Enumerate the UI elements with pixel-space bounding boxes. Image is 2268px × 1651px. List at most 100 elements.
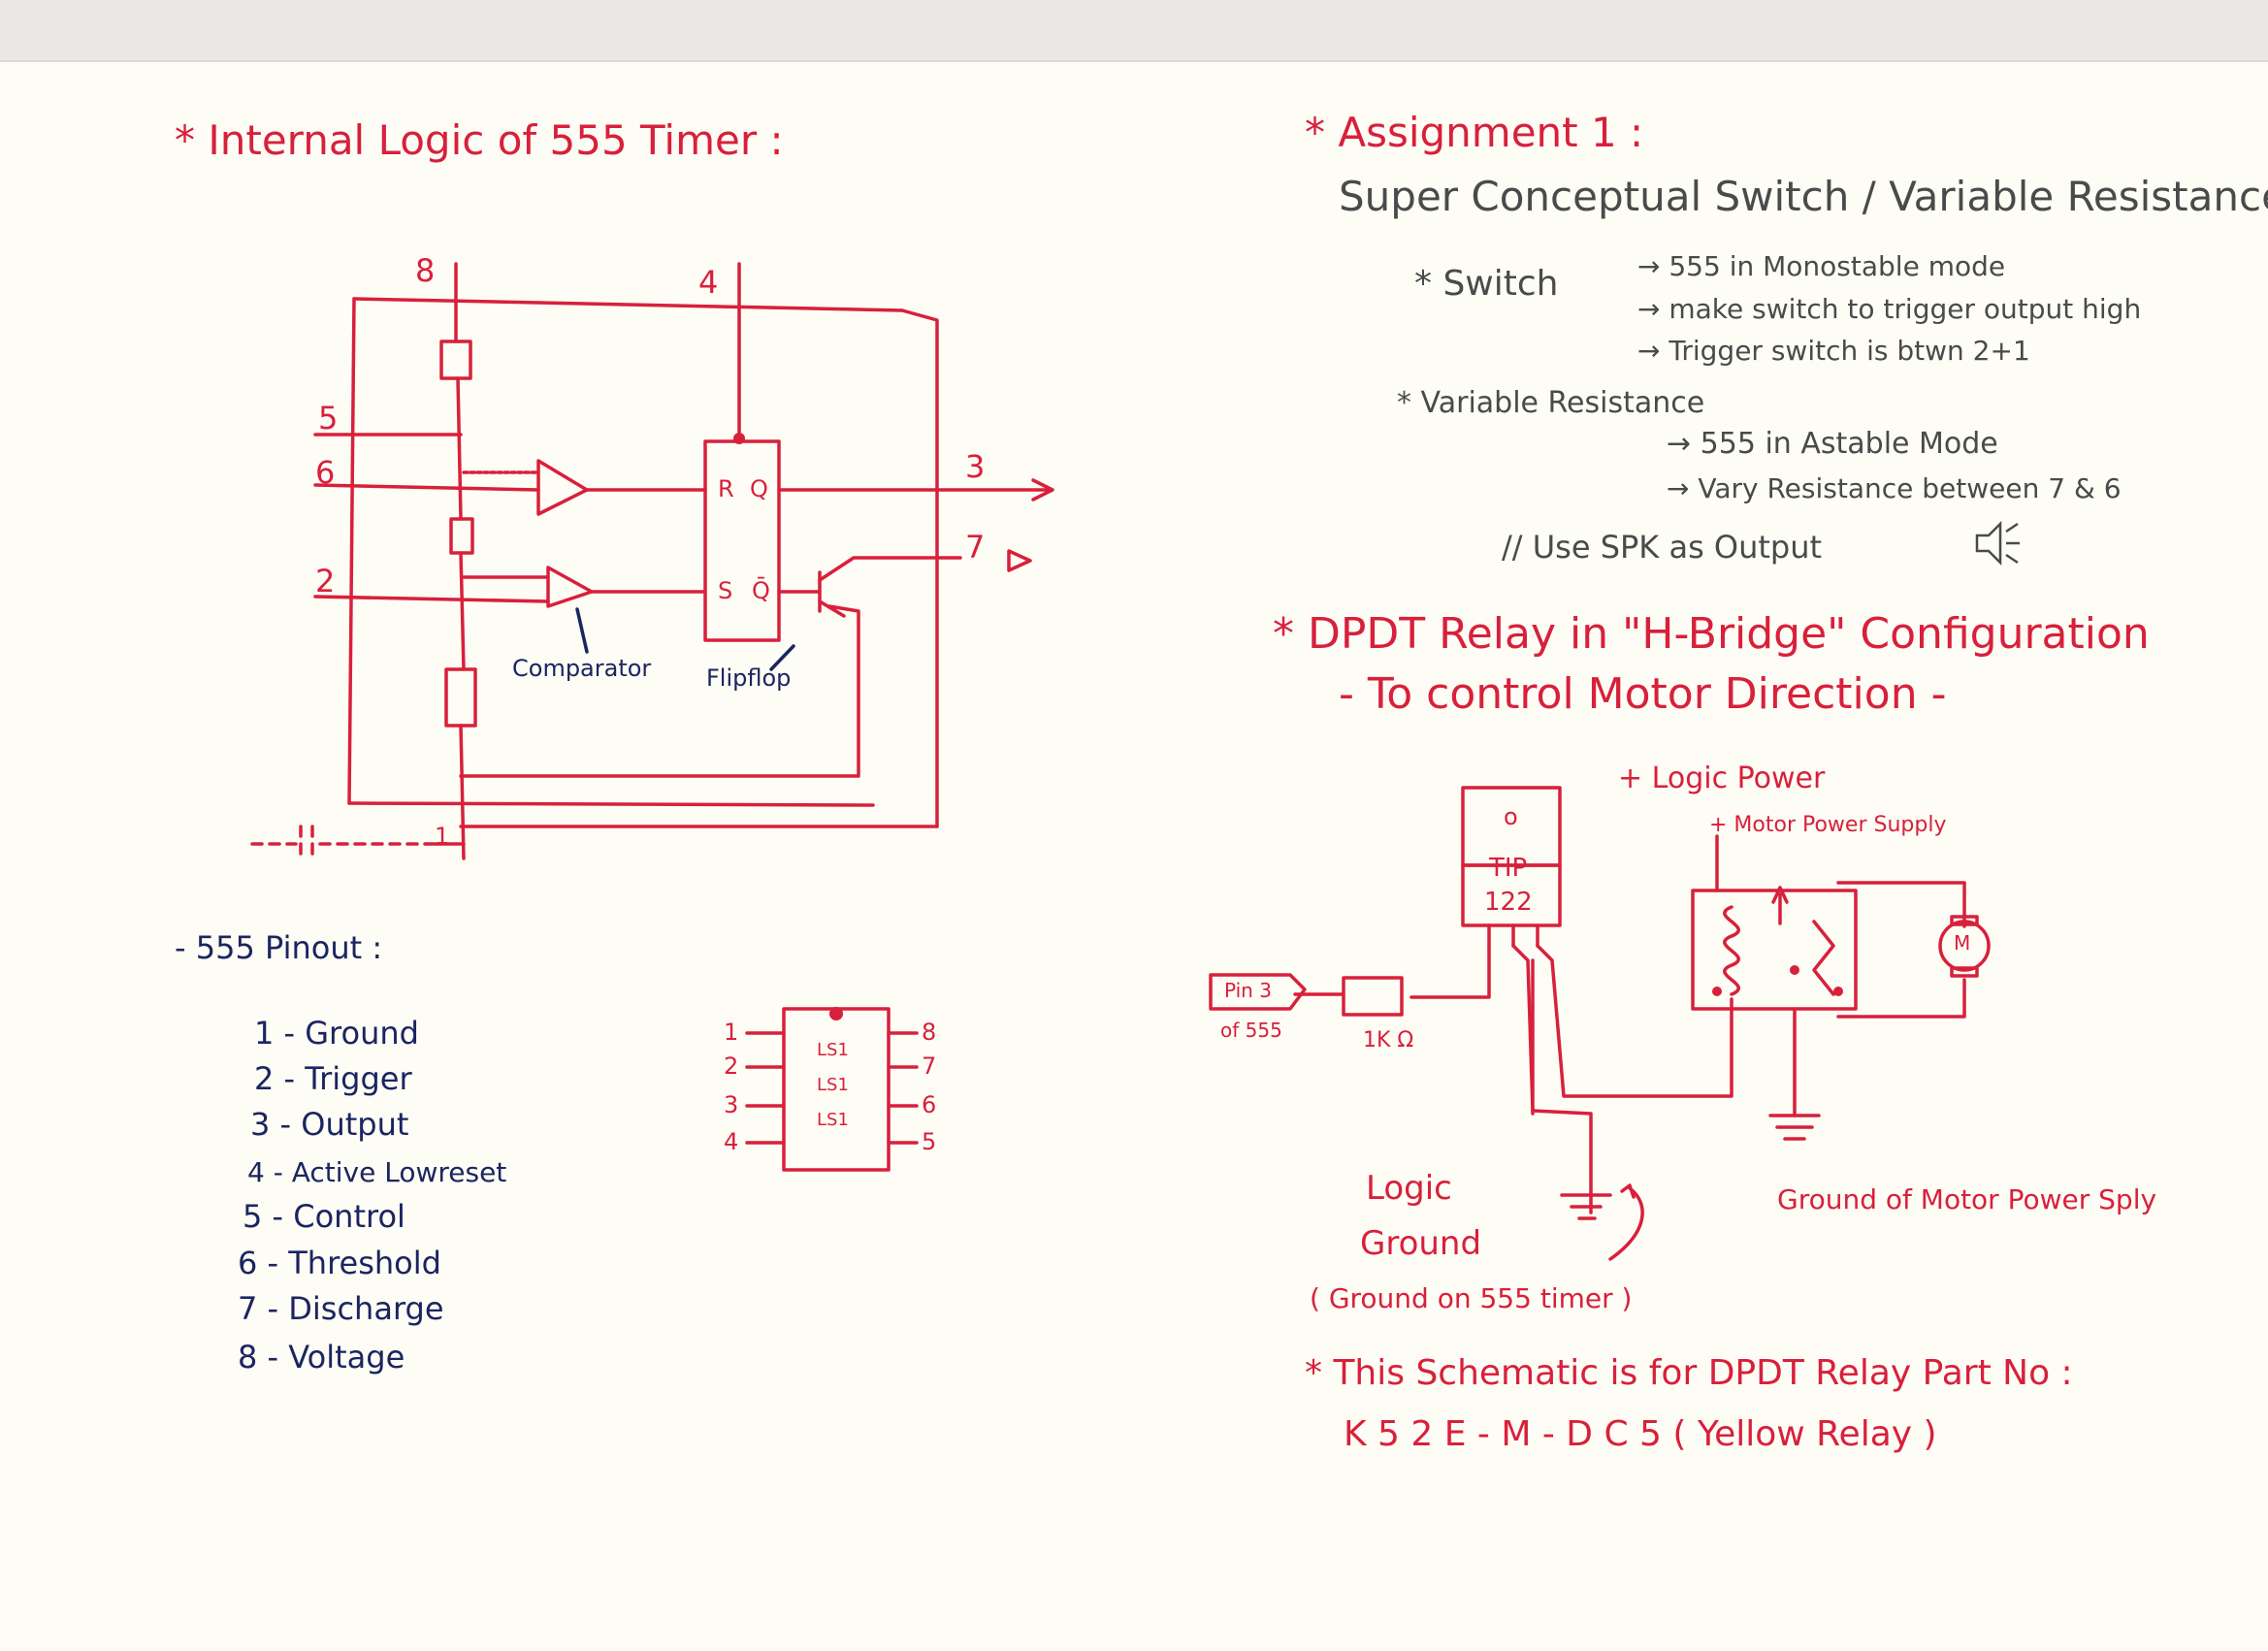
- motor-bottom-wire: [1836, 978, 1966, 1019]
- pin5-label: 5: [318, 400, 339, 437]
- motor-symbol: M: [1954, 931, 1971, 955]
- left-rail-wire: [347, 297, 356, 805]
- chip-mark: LS1: [817, 1075, 849, 1095]
- pin1-cap-wire: [250, 825, 429, 863]
- chip-pin-label: 4: [724, 1128, 739, 1155]
- pin3-label: Pin 3: [1224, 979, 1272, 1002]
- motor-terminal-top: [1950, 915, 1979, 926]
- pin6-input-wire: [313, 483, 540, 492]
- pinout-item: 5 - Control: [243, 1198, 405, 1235]
- assignment-subtitle: Super Conceptual Switch / Variable Resis…: [1339, 173, 2268, 220]
- pinout-title: - 555 Pinout :: [175, 929, 383, 966]
- pin4-label: 4: [698, 264, 719, 301]
- divider-wire-3: [459, 724, 466, 860]
- bottom-rail-wire: [347, 801, 875, 807]
- chip-pin-label: 6: [922, 1091, 937, 1118]
- pinout-item: 4 - Active Lowreset: [247, 1156, 507, 1188]
- tip122-legs: [1487, 923, 1539, 948]
- transistor-emitter: [818, 599, 846, 618]
- switch-item: → Trigger switch is btwn 2+1: [1637, 335, 2030, 367]
- chip-right-pins: [887, 1031, 919, 1145]
- motor-power-label: + Motor Power Supply: [1709, 813, 1947, 837]
- motor-supply-arrow: [1771, 886, 1789, 925]
- flipflop-pointer: [769, 644, 795, 671]
- chip-notch: [829, 1007, 843, 1020]
- variable-resistance-item: → Vary Resistance between 7 & 6: [1667, 472, 2122, 504]
- switch-item: → 555 in Monostable mode: [1637, 250, 2006, 282]
- divider-resistor-1: [439, 340, 472, 380]
- motor-top-wire: [1836, 881, 1966, 928]
- comparator-lower: [546, 566, 594, 608]
- comparator-pointer: [575, 607, 589, 654]
- logic-ground-label: Logic: [1366, 1169, 1452, 1208]
- logic-power-label: + Logic Power: [1618, 761, 1826, 795]
- collector-wire: [1536, 944, 1733, 1098]
- discharge-return-wire: [459, 604, 860, 778]
- relay-switch: [1812, 920, 1835, 996]
- pin3-arrow: [1031, 478, 1054, 502]
- notebook-page: [0, 60, 2268, 1651]
- pin6-label: 6: [315, 454, 336, 491]
- spk-note: // Use SPK as Output: [1502, 529, 1823, 566]
- motor-circle: [1938, 920, 1991, 972]
- pin7-label: 7: [965, 529, 986, 566]
- chip-left-pins: [745, 1031, 786, 1145]
- chip-mark: LS1: [817, 1110, 849, 1130]
- pinout-item: 3 - Output: [250, 1106, 409, 1143]
- chip-pin-label: 3: [724, 1091, 739, 1118]
- chip-pin-label: 5: [922, 1128, 937, 1155]
- part-note-line2: K 5 2 E - M - D C 5 ( Yellow Relay ): [1344, 1414, 1937, 1454]
- pin1-label: 1: [435, 823, 450, 850]
- pinout-item: 2 - Trigger: [254, 1060, 412, 1097]
- pinout-item: 1 - Ground: [254, 1015, 419, 1052]
- base-wire: [1409, 944, 1491, 999]
- tip122-number: 122: [1484, 888, 1533, 917]
- pinout-item: 6 - Threshold: [238, 1245, 441, 1281]
- pin8-label: 8: [415, 252, 436, 289]
- relay-coil: [1723, 905, 1740, 996]
- flipflop-box: [703, 439, 781, 642]
- resistor-1k: [1342, 976, 1404, 1017]
- dpdt-title: * DPDT Relay in "H-Bridge" Configuration: [1273, 609, 2150, 659]
- pin2-label: 2: [315, 563, 336, 599]
- pin2-input-wire: [313, 595, 550, 603]
- comparator-upper: [536, 459, 589, 516]
- motor-terminal-bottom: [1950, 966, 1979, 978]
- chip-pin-label: 7: [922, 1052, 937, 1080]
- right-rail-wire: [900, 308, 939, 828]
- top-rail-wire: [352, 297, 904, 312]
- divider-wire-1: [456, 376, 463, 521]
- divider-wire-2: [459, 551, 466, 671]
- motor-ground-symbol: [1768, 1114, 1821, 1141]
- chip-pin-label: 2: [724, 1052, 739, 1080]
- chip-pin-label: 8: [922, 1019, 937, 1046]
- comparator-label: Comparator: [512, 655, 652, 682]
- resistor-value: 1K Ω: [1363, 1028, 1414, 1052]
- pin7-output-wire: [818, 556, 962, 582]
- flipflop-r-label: R: [718, 475, 734, 502]
- chip-mark: LS1: [817, 1040, 849, 1060]
- assignment-title: * Assignment 1 :: [1305, 109, 1644, 156]
- pinout-item: 7 - Discharge: [238, 1290, 444, 1327]
- ground-motor-label: Ground of Motor Power Sply: [1777, 1183, 2157, 1215]
- flipflop-qbar-label: Q̄: [752, 577, 770, 604]
- flipflop-s-label: S: [718, 577, 733, 604]
- logic-ground-label: Ground: [1360, 1224, 1482, 1263]
- pin3-box: [1209, 973, 1307, 1011]
- logic-ground-symbol: [1560, 1193, 1612, 1220]
- tip122-label: TIP: [1489, 854, 1528, 883]
- tip122-hole: o: [1504, 803, 1518, 830]
- variable-resistance-heading: * Variable Resistance: [1397, 386, 1705, 420]
- switch-item: → make switch to trigger output high: [1637, 293, 2142, 325]
- switch-heading: * Switch: [1414, 264, 1559, 304]
- pin3-of-555: of 555: [1220, 1019, 1282, 1042]
- logic-ground-arrow: [1608, 1183, 1644, 1261]
- chip-pin-label: 1: [724, 1019, 739, 1046]
- pinout-item: 8 - Voltage: [238, 1339, 405, 1376]
- emitter-wire: [1511, 944, 1593, 1214]
- ground-on-555: ( Ground on 555 timer ): [1310, 1282, 1633, 1314]
